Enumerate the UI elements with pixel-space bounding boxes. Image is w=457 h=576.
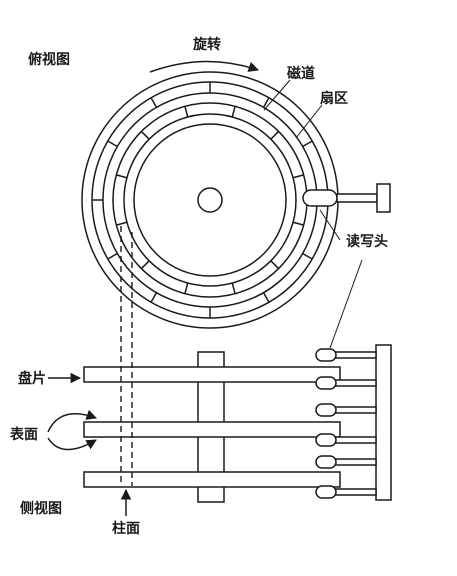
side-heads: [315, 348, 377, 499]
sector-divider: [292, 221, 304, 226]
track-label: 磁道: [287, 66, 315, 82]
sector-divider: [140, 260, 150, 270]
spindle-hub: [197, 187, 223, 213]
side-head-arm: [333, 458, 377, 466]
sector-label: 扇区: [320, 91, 348, 107]
side-read-write-head: [315, 403, 337, 417]
sector-divider: [107, 140, 118, 148]
track-ring: [91, 81, 329, 319]
head-slider: [302, 189, 338, 207]
surface-label: 表面: [10, 427, 38, 443]
rotation-arrow: [149, 60, 259, 73]
top-view-label: 俯视图: [28, 52, 70, 68]
side-view: [47, 226, 392, 516]
head-leader-line: [319, 209, 341, 241]
side-head-arm: [333, 379, 377, 387]
side-head-arm: [333, 406, 377, 414]
sector-divider: [184, 106, 189, 118]
track-leader-line: [263, 79, 291, 111]
sector-divider: [107, 252, 118, 260]
sector-divider: [270, 130, 280, 140]
platter-label: 盘片: [18, 371, 46, 387]
sector-divider: [292, 174, 304, 179]
platter-middle: [83, 421, 341, 438]
sector-leader-line: [295, 104, 323, 139]
sector-divider: [140, 130, 150, 140]
side-head-arm: [333, 351, 377, 359]
platter-bottom: [83, 471, 341, 488]
head-arm: [336, 193, 378, 203]
sector-divider: [116, 221, 128, 226]
head-actuator-block: [376, 183, 391, 213]
track-ring: [133, 123, 287, 277]
sector-divider: [270, 260, 280, 270]
sector-dividers: [92, 82, 328, 318]
rotation-label: 旋转: [193, 37, 221, 53]
side-head-arm: [333, 488, 377, 496]
sector-divider: [262, 97, 270, 108]
head-leader-line-side: [329, 259, 363, 349]
surface-arrow-lower: [47, 437, 97, 451]
sector-divider: [231, 282, 236, 294]
side-read-write-head: [315, 485, 337, 499]
sector-divider: [150, 97, 158, 108]
track-ring: [123, 113, 297, 287]
side-read-write-head: [315, 455, 337, 469]
cylinder-label: 柱面: [112, 521, 140, 537]
sector-divider: [150, 292, 158, 303]
platter-top: [83, 366, 341, 383]
sector-divider: [302, 140, 313, 148]
side-read-write-head: [315, 433, 337, 447]
side-read-write-head: [315, 376, 337, 390]
side-read-write-head: [315, 348, 337, 362]
side-head-arm: [333, 436, 377, 444]
surface-arrow-upper: [47, 409, 97, 433]
read-write-head-top: [302, 183, 391, 213]
track-ring: [102, 92, 318, 308]
sector-divider: [262, 292, 270, 303]
sector-divider: [184, 282, 189, 294]
sector-divider: [302, 252, 313, 260]
read-write-head-label: 读写头: [346, 234, 388, 250]
sector-divider: [231, 106, 236, 118]
actuator-column: [375, 344, 392, 501]
side-view-label: 侧视图: [20, 501, 62, 517]
sector-divider: [116, 174, 128, 179]
